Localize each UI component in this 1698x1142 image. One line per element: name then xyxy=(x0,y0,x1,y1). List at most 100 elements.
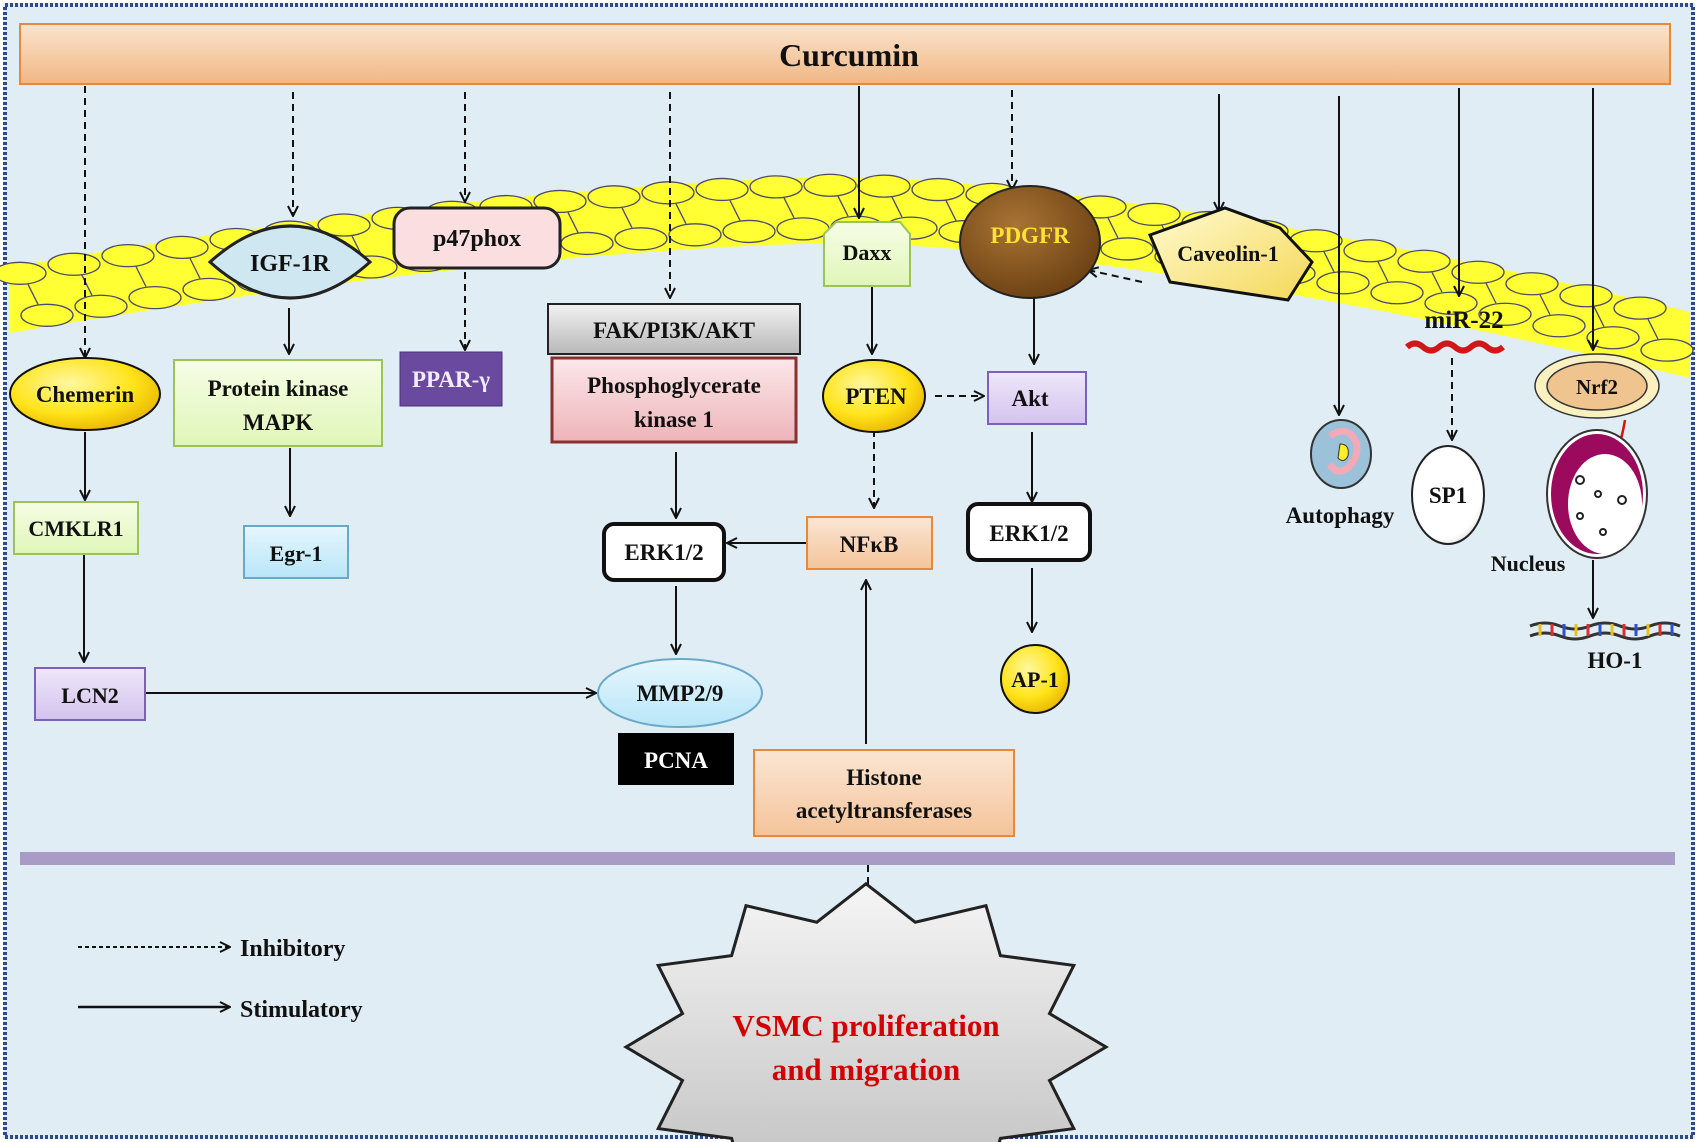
lipid-head xyxy=(803,173,857,197)
node-nucleus: Nucleus xyxy=(1491,429,1648,576)
svg-text:LCN2: LCN2 xyxy=(61,683,118,708)
lipid-head xyxy=(74,294,128,318)
svg-text:IGF-1R: IGF-1R xyxy=(250,251,331,277)
lipid-head xyxy=(1640,338,1694,362)
lipid-tail xyxy=(567,212,579,233)
node-ppar-gamma: PPAR-γ xyxy=(399,351,503,407)
svg-text:ERK1/2: ERK1/2 xyxy=(624,540,703,565)
lipid-head xyxy=(1613,296,1667,320)
lipid-tail xyxy=(945,200,957,221)
node-pcna: PCNA xyxy=(618,733,734,785)
lipid-head xyxy=(1505,272,1559,296)
legend: Inhibitory Stimulatory xyxy=(78,936,363,1023)
svg-text:VSMC proliferation: VSMC proliferation xyxy=(732,1008,999,1043)
svg-text:Akt: Akt xyxy=(1011,386,1048,411)
node-igf1r: IGF-1R xyxy=(207,224,373,300)
node-akt: Akt xyxy=(987,371,1087,425)
node-cmklr1: CMKLR1 xyxy=(13,501,139,555)
node-p47phox: p47phox xyxy=(392,206,562,270)
lipid-head xyxy=(317,213,371,237)
svg-text:PPAR-γ: PPAR-γ xyxy=(412,367,490,392)
node-nrf2: Nrf2 xyxy=(1534,353,1660,419)
lipid-tail xyxy=(1377,261,1389,283)
lipid-tail xyxy=(1107,217,1119,239)
lipid-tail xyxy=(1431,271,1443,293)
lipid-head xyxy=(1424,291,1478,315)
svg-text:Caveolin-1: Caveolin-1 xyxy=(1177,241,1278,266)
svg-text:Phosphoglycerate: Phosphoglycerate xyxy=(587,373,761,398)
starburst-shape xyxy=(623,881,1109,1142)
node-erk-left: ERK1/2 xyxy=(602,522,726,582)
lipid-tail xyxy=(675,203,687,225)
lipid-head xyxy=(776,217,830,241)
autophagosome-icon xyxy=(1310,419,1372,489)
mirna-strand-icon xyxy=(1405,340,1505,354)
svg-text:CMKLR1: CMKLR1 xyxy=(28,516,123,541)
legend-inhibitory: Inhibitory xyxy=(78,936,345,962)
svg-text:Daxx: Daxx xyxy=(843,240,892,265)
lipid-head xyxy=(0,261,47,285)
nucleus-icon xyxy=(1546,429,1648,559)
lipid-tail xyxy=(189,258,201,279)
lipid-head xyxy=(722,219,776,244)
node-fak-pi3k-akt: FAK/PI3K/AKT xyxy=(547,303,801,355)
lipid-tail xyxy=(1323,251,1335,273)
lipid-head xyxy=(1397,249,1451,273)
svg-text:Stimulatory: Stimulatory xyxy=(240,997,363,1023)
svg-text:MMP2/9: MMP2/9 xyxy=(637,681,724,706)
svg-text:and migration: and migration xyxy=(772,1052,961,1087)
edges xyxy=(84,86,1627,945)
node-erk-right: ERK1/2 xyxy=(966,502,1092,562)
svg-text:Chemerin: Chemerin xyxy=(36,382,135,407)
lipid-head xyxy=(47,252,101,276)
node-histone-acetyltransferases: Histone acetyltransferases xyxy=(753,749,1015,837)
svg-text:Egr-1: Egr-1 xyxy=(270,541,323,566)
svg-text:kinase 1: kinase 1 xyxy=(634,407,714,432)
legend-stimulatory: Stimulatory xyxy=(78,997,363,1023)
node-mmp2-9: MMP2/9 xyxy=(597,658,763,728)
node-egr1: Egr-1 xyxy=(243,525,349,579)
lipid-tail xyxy=(81,274,93,296)
lipid-head xyxy=(695,177,749,202)
lipid-tail xyxy=(891,196,903,218)
lipid-head xyxy=(641,181,695,205)
lipid-head xyxy=(749,175,803,199)
lipid-head xyxy=(155,235,209,260)
svg-text:HO-1: HO-1 xyxy=(1588,648,1643,673)
lipid-tail xyxy=(729,200,741,221)
node-nfkb: NFκB xyxy=(806,516,933,570)
lipid-head xyxy=(128,285,182,310)
svg-text:ERK1/2: ERK1/2 xyxy=(989,521,1068,546)
node-caveolin-1: Caveolin-1 xyxy=(1147,206,1314,302)
lipid-head xyxy=(560,231,614,256)
svg-text:PCNA: PCNA xyxy=(644,748,708,773)
lipid-head xyxy=(1343,239,1397,263)
svg-text:acetyltransferases: acetyltransferases xyxy=(796,798,972,823)
lipid-head xyxy=(1559,284,1613,308)
node-ho1: HO-1 xyxy=(1529,621,1681,673)
lipid-tail xyxy=(1647,318,1659,340)
lipid-tail xyxy=(27,284,39,305)
svg-text:FAK/PI3K/AKT: FAK/PI3K/AKT xyxy=(593,318,755,343)
dna-icon xyxy=(1529,621,1681,641)
node-chemerin: Chemerin xyxy=(9,357,161,431)
svg-text:Inhibitory: Inhibitory xyxy=(240,936,345,962)
node-autophagy: Autophagy xyxy=(1286,419,1395,528)
lipid-head xyxy=(614,227,668,251)
svg-text:p47phox: p47phox xyxy=(433,226,521,252)
lipid-tail xyxy=(1539,294,1551,316)
svg-text:Nucleus: Nucleus xyxy=(1491,551,1566,576)
lipid-head xyxy=(1532,314,1586,338)
node-mir22: miR-22 xyxy=(1405,307,1505,354)
lipid-head xyxy=(20,303,74,327)
node-phosphoglycerate-kinase-1: Phosphoglycerate kinase 1 xyxy=(550,356,798,444)
lipid-head xyxy=(1586,326,1640,350)
svg-text:SP1: SP1 xyxy=(1429,483,1467,508)
lipid-tail xyxy=(621,207,633,229)
svg-text:miR-22: miR-22 xyxy=(1424,307,1503,334)
cell-boundary-divider xyxy=(20,852,1675,865)
lipid-head xyxy=(1451,260,1505,284)
node-pten: PTEN xyxy=(822,359,926,433)
lipid-head xyxy=(857,174,911,198)
